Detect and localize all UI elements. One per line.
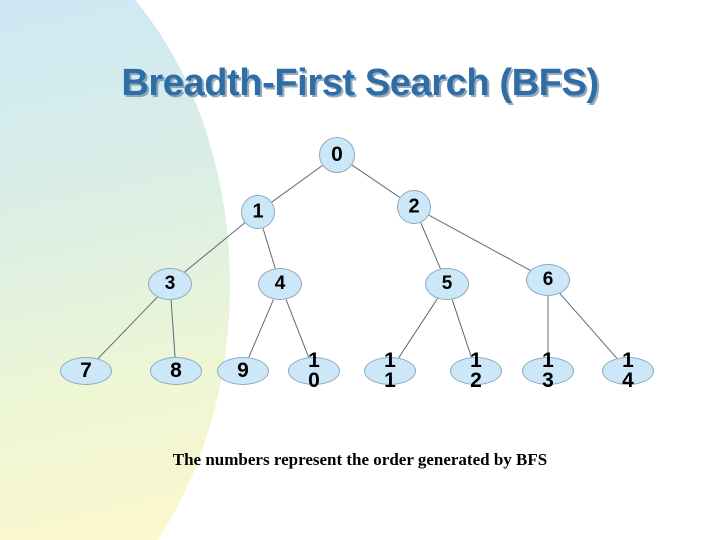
tree-node-0[interactable]: 0 bbox=[319, 137, 355, 173]
tree-node-label: 8 bbox=[170, 358, 182, 382]
tree-node-label: 4 bbox=[274, 272, 286, 294]
tree-node-label: 13 bbox=[542, 348, 554, 392]
tree-edge bbox=[184, 222, 246, 273]
tree-node-label: 3 bbox=[164, 272, 176, 294]
tree-node-7[interactable]: 7 bbox=[60, 357, 112, 385]
tree-node-label: 9 bbox=[237, 358, 249, 382]
tree-node-6[interactable]: 6 bbox=[526, 264, 570, 296]
tree-node-8[interactable]: 8 bbox=[150, 357, 202, 385]
tree-edge bbox=[248, 299, 274, 358]
tree-node-13[interactable]: 13 bbox=[522, 350, 574, 391]
tree-edge bbox=[351, 164, 401, 198]
tree-edge bbox=[170, 299, 176, 358]
tree-node-label: 11 bbox=[384, 348, 396, 392]
tree-node-2[interactable]: 2 bbox=[397, 190, 431, 224]
tree-edge bbox=[451, 299, 472, 358]
tree-edge bbox=[262, 228, 276, 269]
tree-edge bbox=[428, 214, 531, 271]
tree-node-label: 5 bbox=[441, 272, 453, 294]
tree-edge bbox=[285, 299, 310, 358]
tree-node-label: 2 bbox=[408, 195, 420, 218]
tree-edge bbox=[97, 296, 158, 359]
tree-node-3[interactable]: 3 bbox=[148, 268, 192, 300]
tree-edge bbox=[398, 298, 438, 359]
tree-node-1[interactable]: 1 bbox=[241, 195, 275, 229]
tree-node-label: 10 bbox=[308, 348, 320, 392]
tree-node-9[interactable]: 9 bbox=[217, 357, 269, 385]
tree-node-11[interactable]: 11 bbox=[364, 350, 416, 391]
tree-node-label: 6 bbox=[542, 268, 554, 290]
tree-node-label: 14 bbox=[622, 348, 634, 392]
tree-edge bbox=[559, 293, 618, 359]
tree-node-label: 1 bbox=[252, 200, 264, 223]
tree-node-label: 12 bbox=[470, 348, 482, 392]
tree-node-4[interactable]: 4 bbox=[258, 268, 302, 300]
page-title: Breadth-First Search (BFS) bbox=[121, 62, 599, 104]
tree-node-10[interactable]: 10 bbox=[288, 350, 340, 391]
tree-node-5[interactable]: 5 bbox=[425, 268, 469, 300]
tree-edge bbox=[420, 222, 441, 269]
caption-text: The numbers represent the order generate… bbox=[172, 450, 548, 469]
tree-node-12[interactable]: 12 bbox=[450, 350, 502, 391]
tree-edge bbox=[271, 165, 323, 203]
tree-node-label: 7 bbox=[80, 358, 92, 382]
tree-node-14[interactable]: 14 bbox=[602, 350, 654, 391]
tree-node-label: 0 bbox=[331, 142, 343, 166]
